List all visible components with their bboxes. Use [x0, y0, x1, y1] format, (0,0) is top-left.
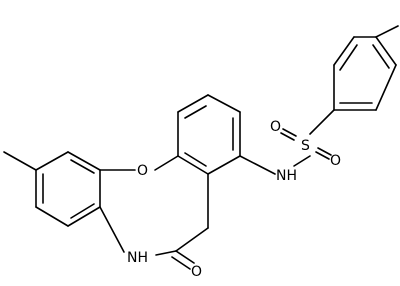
- methyl-bond-left: [3, 151, 37, 171]
- sulfonamide-nh-label: NH: [276, 168, 297, 184]
- toluene-ring-right: [333, 36, 397, 111]
- sulfonamide-group: [239, 109, 335, 175]
- sulfonyl-oxygen-bottom-label: O: [330, 153, 341, 169]
- oxazepine-ring: [99, 155, 209, 256]
- ring-nh-label: NH: [127, 250, 148, 266]
- carbonyl-oxygen-label: O: [191, 264, 202, 280]
- sulfonyl-oxygen-top-label: O: [270, 119, 281, 135]
- ring-oxygen-label: O: [137, 163, 148, 179]
- carbonyl-bond: [171, 250, 195, 270]
- methyl-bond-right: [375, 25, 399, 38]
- methylbenzene-ring-left: [35, 151, 101, 227]
- sulfur-label: S: [301, 138, 310, 154]
- benzene-ring-center: [177, 94, 241, 175]
